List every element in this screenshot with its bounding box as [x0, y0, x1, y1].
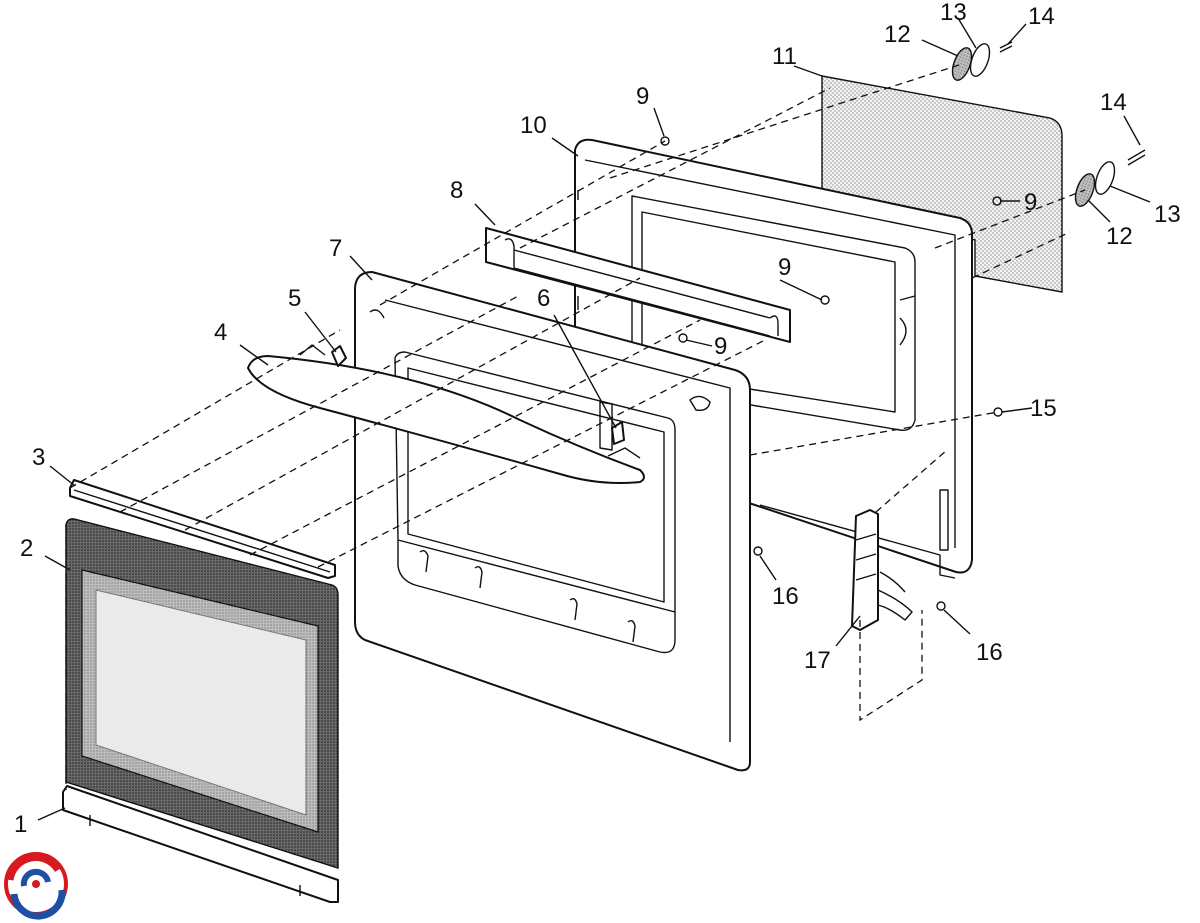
callout-2: 2 [20, 535, 33, 562]
callout-17: 17 [804, 647, 831, 674]
part-2-outer-glass [65, 518, 339, 869]
callouts: 1 2 3 4 5 6 7 8 9 9 9 9 10 11 12 12 13 1… [14, 0, 1181, 838]
swirl-logo-icon [4, 852, 68, 920]
callout-16a: 16 [772, 583, 799, 610]
hardware [331, 41, 1146, 611]
callout-9a: 9 [636, 83, 649, 110]
callout-14a: 14 [1028, 3, 1055, 30]
callout-14b: 14 [1100, 89, 1127, 116]
callout-13a: 13 [940, 0, 967, 26]
callout-15: 15 [1030, 395, 1057, 422]
alignment-lines [65, 63, 1086, 790]
callout-1: 1 [14, 811, 27, 838]
callout-5: 5 [288, 285, 301, 312]
callout-9c: 9 [778, 254, 791, 281]
callout-10: 10 [520, 112, 547, 139]
part-1-bottom-trim [62, 785, 339, 903]
callout-7: 7 [329, 235, 342, 262]
callout-4: 4 [214, 319, 227, 346]
part-11-insulation [821, 75, 1063, 293]
part-8-bracket [485, 227, 791, 343]
callout-3: 3 [32, 444, 45, 471]
callout-13b: 13 [1154, 201, 1181, 228]
callout-8: 8 [450, 177, 463, 204]
callout-9d: 9 [714, 333, 727, 360]
callout-6: 6 [537, 285, 550, 312]
callout-12a: 12 [884, 21, 911, 48]
leader-lines [37, 17, 1151, 821]
part-10-inner-frame [574, 138, 973, 579]
callout-11: 11 [772, 43, 797, 70]
callout-12b: 12 [1106, 223, 1133, 250]
callout-9b: 9 [1024, 189, 1037, 216]
part-3-trim [69, 479, 336, 579]
callout-16b: 16 [976, 639, 1003, 666]
